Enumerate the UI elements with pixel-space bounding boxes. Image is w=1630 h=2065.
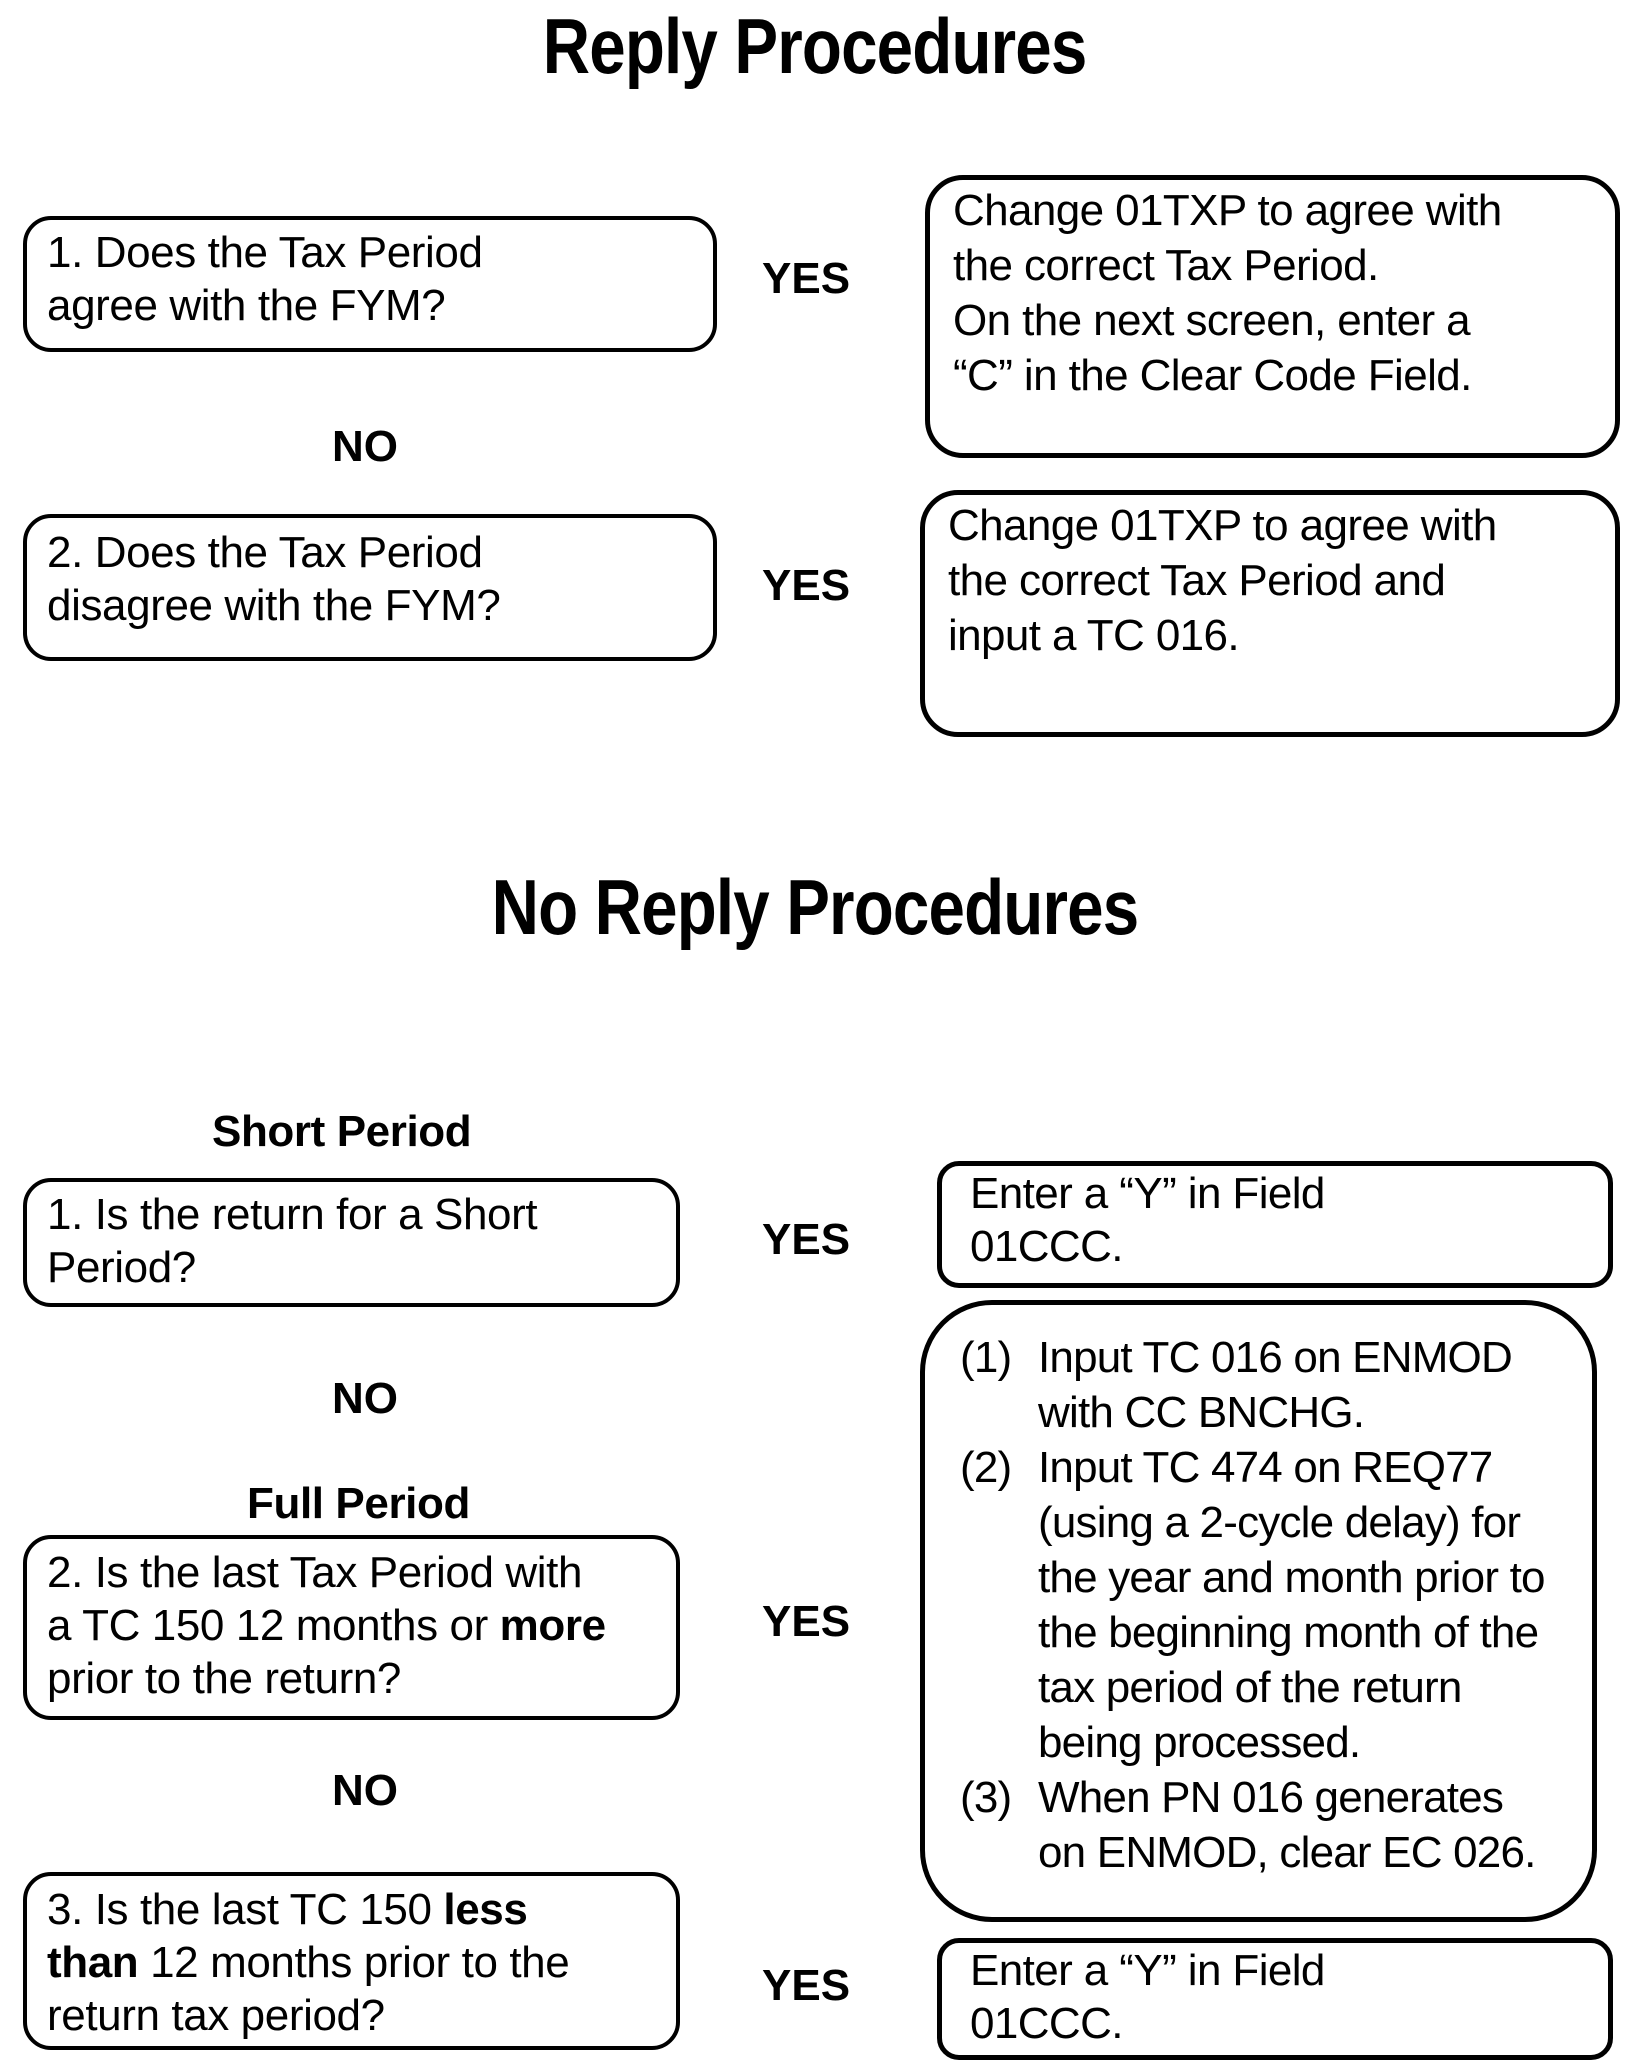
text-line: the beginning month of the	[1038, 1608, 1539, 1657]
item-number: (1)	[960, 1333, 1012, 1382]
text-line: a TC 150 12 months or more	[47, 1601, 606, 1650]
reply-procedures-title-text: Reply Procedures	[543, 2, 1088, 90]
item-number: (3)	[960, 1773, 1012, 1822]
numbered-item: (3) When PN 016 generates on ENMOD, clear …	[960, 1770, 1592, 1880]
reply-yes-2-label: YES	[762, 561, 851, 610]
no-reply-yes-3-label: YES	[762, 1961, 851, 2010]
numbered-item: (2) Input TC 474 on REQ77 (using a 2-cycle…	[960, 1440, 1592, 1770]
text-line: (using a 2-cycle delay) for	[1038, 1498, 1521, 1547]
text-line: the correct Tax Period and	[948, 556, 1446, 605]
text-line: 1. Does the Tax Period	[47, 228, 483, 277]
text-line: tax period of the return	[1038, 1663, 1462, 1712]
text-line: Change 01TXP to agree with	[953, 186, 1502, 235]
text-line: Input TC 016 on ENMOD	[1038, 1333, 1513, 1382]
text-line: 01CCC.	[970, 1222, 1124, 1271]
numbered-item: (1) Input TC 016 on ENMOD with CC BNCHG.	[960, 1330, 1592, 1440]
no-reply-no-2-label: NO	[332, 1766, 398, 1815]
text-line: When PN 016 generates	[1038, 1773, 1504, 1822]
item-text: When PN 016 generates on ENMOD, clear EC …	[1038, 1770, 1592, 1880]
full-period-label: Full Period	[247, 1479, 470, 1528]
text-line: prior to the return?	[47, 1654, 401, 1703]
reply-yes-1-label: YES	[762, 254, 851, 303]
text-line: “C” in the Clear Code Field.	[953, 351, 1472, 400]
text-line: Change 01TXP to agree with	[948, 501, 1497, 550]
text-line: Period?	[47, 1243, 196, 1292]
text-line: return tax period?	[47, 1991, 385, 2040]
text-line: disagree with the FYM?	[47, 581, 501, 630]
short-period-label: Short Period	[212, 1107, 472, 1156]
text-line: On the next screen, enter a	[953, 296, 1471, 345]
text-line: the correct Tax Period.	[953, 241, 1379, 290]
text-line: agree with the FYM?	[47, 281, 446, 330]
text-line: input a TC 016.	[948, 611, 1240, 660]
text-line: 1. Is the return for a Short	[47, 1190, 538, 1239]
text-line: than 12 months prior to the	[47, 1938, 570, 1987]
text-line: 2. Does the Tax Period	[47, 528, 483, 577]
text-line: 2. Is the last Tax Period with	[47, 1548, 583, 1597]
item-text: Input TC 474 on REQ77 (using a 2-cycle de…	[1038, 1440, 1592, 1770]
reply-answer-2-box: Change 01TXP to agree with the correct Ta…	[920, 490, 1620, 737]
no-reply-no-1-label: NO	[332, 1374, 398, 1423]
item-number: (2)	[960, 1443, 1012, 1492]
text-line: the year and month prior to	[1038, 1553, 1546, 1602]
text-line: Input TC 474 on REQ77	[1038, 1443, 1493, 1492]
no-reply-procedures-title-text: No Reply Procedures	[491, 863, 1140, 951]
text-line: Enter a “Y” in Field	[970, 1946, 1325, 1995]
reply-answer-1-box: Change 01TXP to agree with the correct Ta…	[925, 175, 1620, 458]
reply-procedures-title: Reply Procedures	[0, 7, 1630, 85]
text-line: Enter a “Y” in Field	[970, 1169, 1325, 1218]
text-line: with CC BNCHG.	[1038, 1388, 1365, 1437]
text-line: on ENMOD, clear EC 026.	[1038, 1828, 1536, 1877]
text-line: 01CCC.	[970, 1999, 1124, 2048]
text-line: 3. Is the last TC 150 less	[47, 1885, 528, 1934]
reply-no-1-label: NO	[332, 422, 398, 471]
no-reply-yes-1-label: YES	[762, 1215, 851, 1264]
no-reply-procedures-title: No Reply Procedures	[0, 868, 1630, 946]
no-reply-yes-2-label: YES	[762, 1597, 851, 1646]
item-text: Input TC 016 on ENMOD with CC BNCHG.	[1038, 1330, 1592, 1440]
text-line: being processed.	[1038, 1718, 1361, 1767]
